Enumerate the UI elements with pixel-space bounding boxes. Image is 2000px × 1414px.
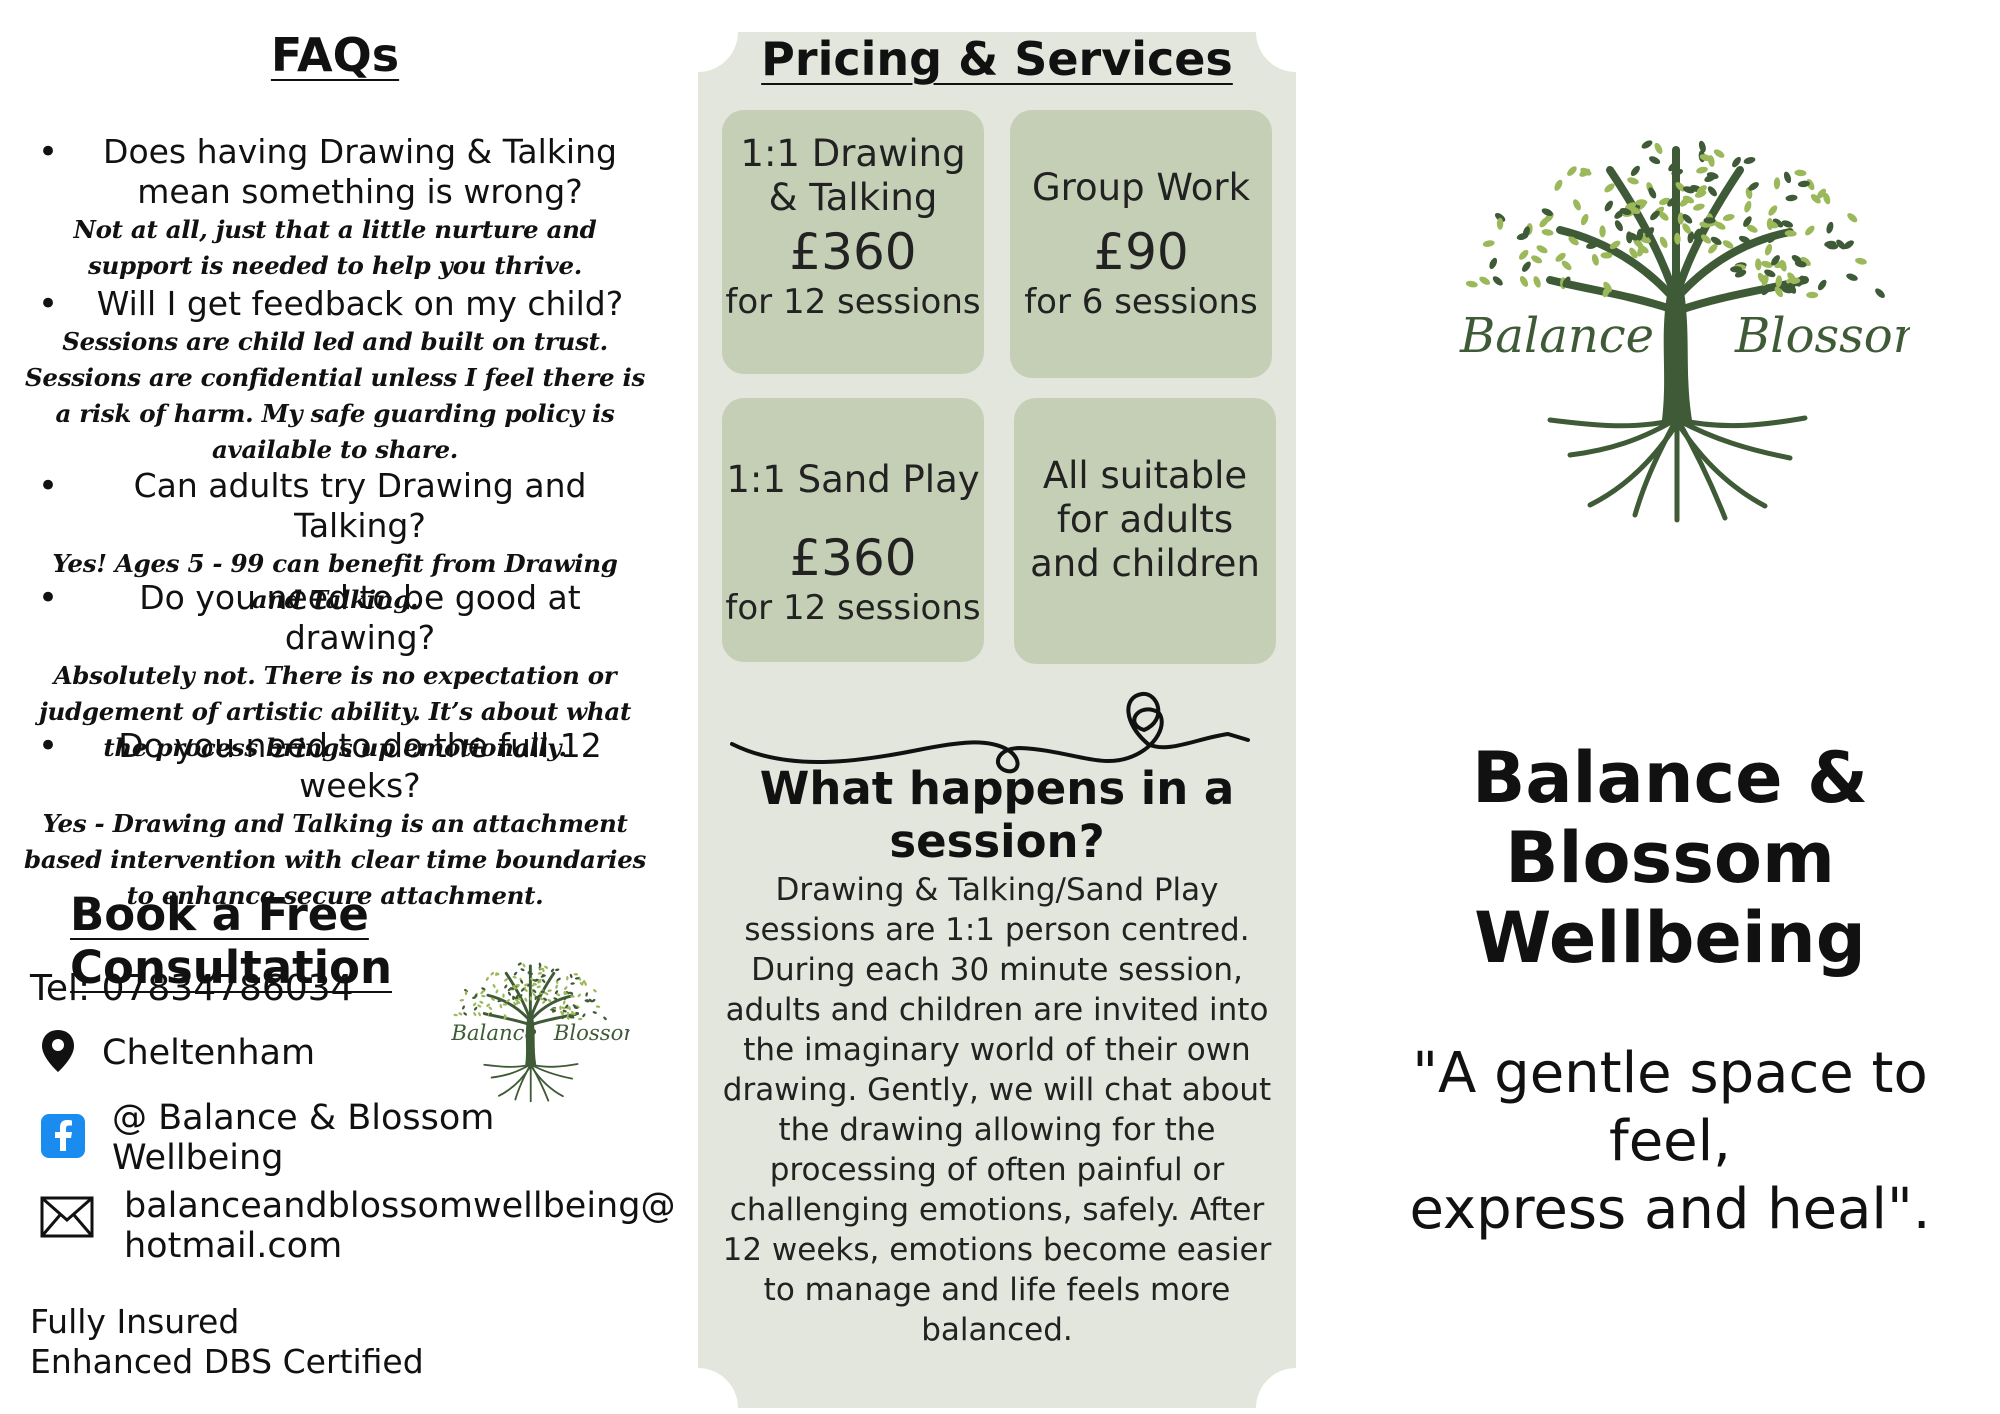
faq-item: Will I get feedback on my child? Session…: [20, 284, 650, 468]
email-line: hotmail.com: [124, 1226, 343, 1266]
session-title: What happens in a session?: [759, 762, 1235, 868]
faq-item: Does having Drawing & Talking mean somet…: [20, 132, 650, 284]
session-description: Drawing & Talking/Sand Play sessions are…: [722, 872, 1272, 1348]
location-row: Cheltenham: [40, 1028, 315, 1078]
suitability-note: All suitable for adults and children: [1030, 454, 1260, 585]
pricing-note-card: All suitable for adults and children: [1014, 398, 1276, 664]
pricing-card: 1:1 Drawing & Talking £360 for 12 sessio…: [722, 110, 984, 374]
email-line: balanceandblossomwellbeing@: [124, 1186, 676, 1226]
service-price: £90: [1093, 223, 1189, 281]
tree-logo-icon: Balance Blossom: [1459, 140, 1938, 523]
logo-word-left: Balance: [450, 1021, 537, 1046]
faq-answer: Yes - Drawing and Talking is an attachme…: [24, 809, 646, 910]
logo-word-right: Blossom: [1734, 308, 1910, 364]
brand-logo: Balance Blossom: [1440, 120, 1938, 530]
pricing-title: Pricing & Services: [761, 32, 1233, 86]
service-price: £360: [789, 529, 917, 587]
faq-question: Do you need to be good at drawing?: [20, 578, 650, 658]
brand-title-line: Wellbeing: [1474, 897, 1866, 979]
logo-word-right: Blossom: [553, 1021, 630, 1046]
telephone[interactable]: Tel: 07834786034: [30, 968, 354, 1009]
faq-question: Do you need to do the full 12 weeks?: [20, 726, 650, 806]
service-sessions: for 12 sessions: [725, 282, 981, 322]
service-price: £360: [789, 223, 917, 281]
brand-title-line: Balance & Blossom: [1471, 737, 1869, 899]
service-sessions: for 12 sessions: [725, 588, 981, 628]
tagline-line: "A gentle space to feel,: [1412, 1041, 1928, 1174]
faq-question: Will I get feedback on my child?: [20, 284, 650, 324]
faq-panel: FAQs Does having Drawing & Talking mean …: [0, 0, 675, 1414]
location-text: Cheltenham: [102, 1033, 316, 1073]
faq-question: Can adults try Drawing and Talking?: [20, 466, 650, 546]
email-row: [40, 1196, 94, 1242]
small-logo: Balance Blossom: [430, 955, 644, 1105]
facebook-text[interactable]: @ Balance & Blossom Wellbeing: [112, 1098, 495, 1178]
pricing-panel: Pricing & Services 1:1 Drawing & Talking…: [698, 32, 1296, 1408]
faq-question: Does having Drawing & Talking mean somet…: [20, 132, 650, 212]
brand-title: Balance & Blossom Wellbeing: [1350, 738, 1990, 978]
service-name: 1:1 Drawing & Talking: [740, 132, 966, 219]
logo-word-left: Balance: [1459, 308, 1654, 364]
service-sessions: for 6 sessions: [1024, 282, 1258, 322]
pricing-card: Group Work £90 for 6 sessions: [1010, 110, 1272, 378]
tree-logo-icon: Balance Blossom: [450, 962, 644, 1103]
tagline-line: express and heal".: [1409, 1177, 1931, 1242]
heart-swirl-icon: [730, 691, 1250, 774]
faq-title: FAQs: [270, 28, 400, 82]
faq-answer: Not at all, just that a little nurture a…: [73, 215, 597, 280]
book-consultation-title: Book a Free Consultation: [70, 888, 392, 994]
facebook-icon[interactable]: [40, 1113, 86, 1163]
pricing-card: 1:1 Sand Play £360 for 12 sessions: [722, 398, 984, 662]
service-name: 1:1 Sand Play: [726, 458, 980, 501]
dbs-text: Enhanced DBS Certified: [30, 1342, 424, 1381]
faq-item: Do you need to do the full 12 weeks? Yes…: [20, 726, 650, 914]
tagline: "A gentle space to feel, express and hea…: [1350, 1040, 1990, 1244]
insured-text: Fully Insured: [30, 1302, 240, 1341]
email-address[interactable]: balanceandblossomwellbeing@ hotmail.com: [124, 1186, 675, 1266]
faq-answer: Sessions are child led and built on trus…: [25, 327, 645, 464]
facebook-row[interactable]: @ Balance & Blossom Wellbeing: [40, 1098, 670, 1178]
envelope-icon: [40, 1196, 94, 1242]
credentials: Fully Insured Enhanced DBS Certified: [30, 1302, 424, 1382]
location-pin-icon: [40, 1028, 76, 1078]
service-name: Group Work: [1031, 166, 1251, 209]
